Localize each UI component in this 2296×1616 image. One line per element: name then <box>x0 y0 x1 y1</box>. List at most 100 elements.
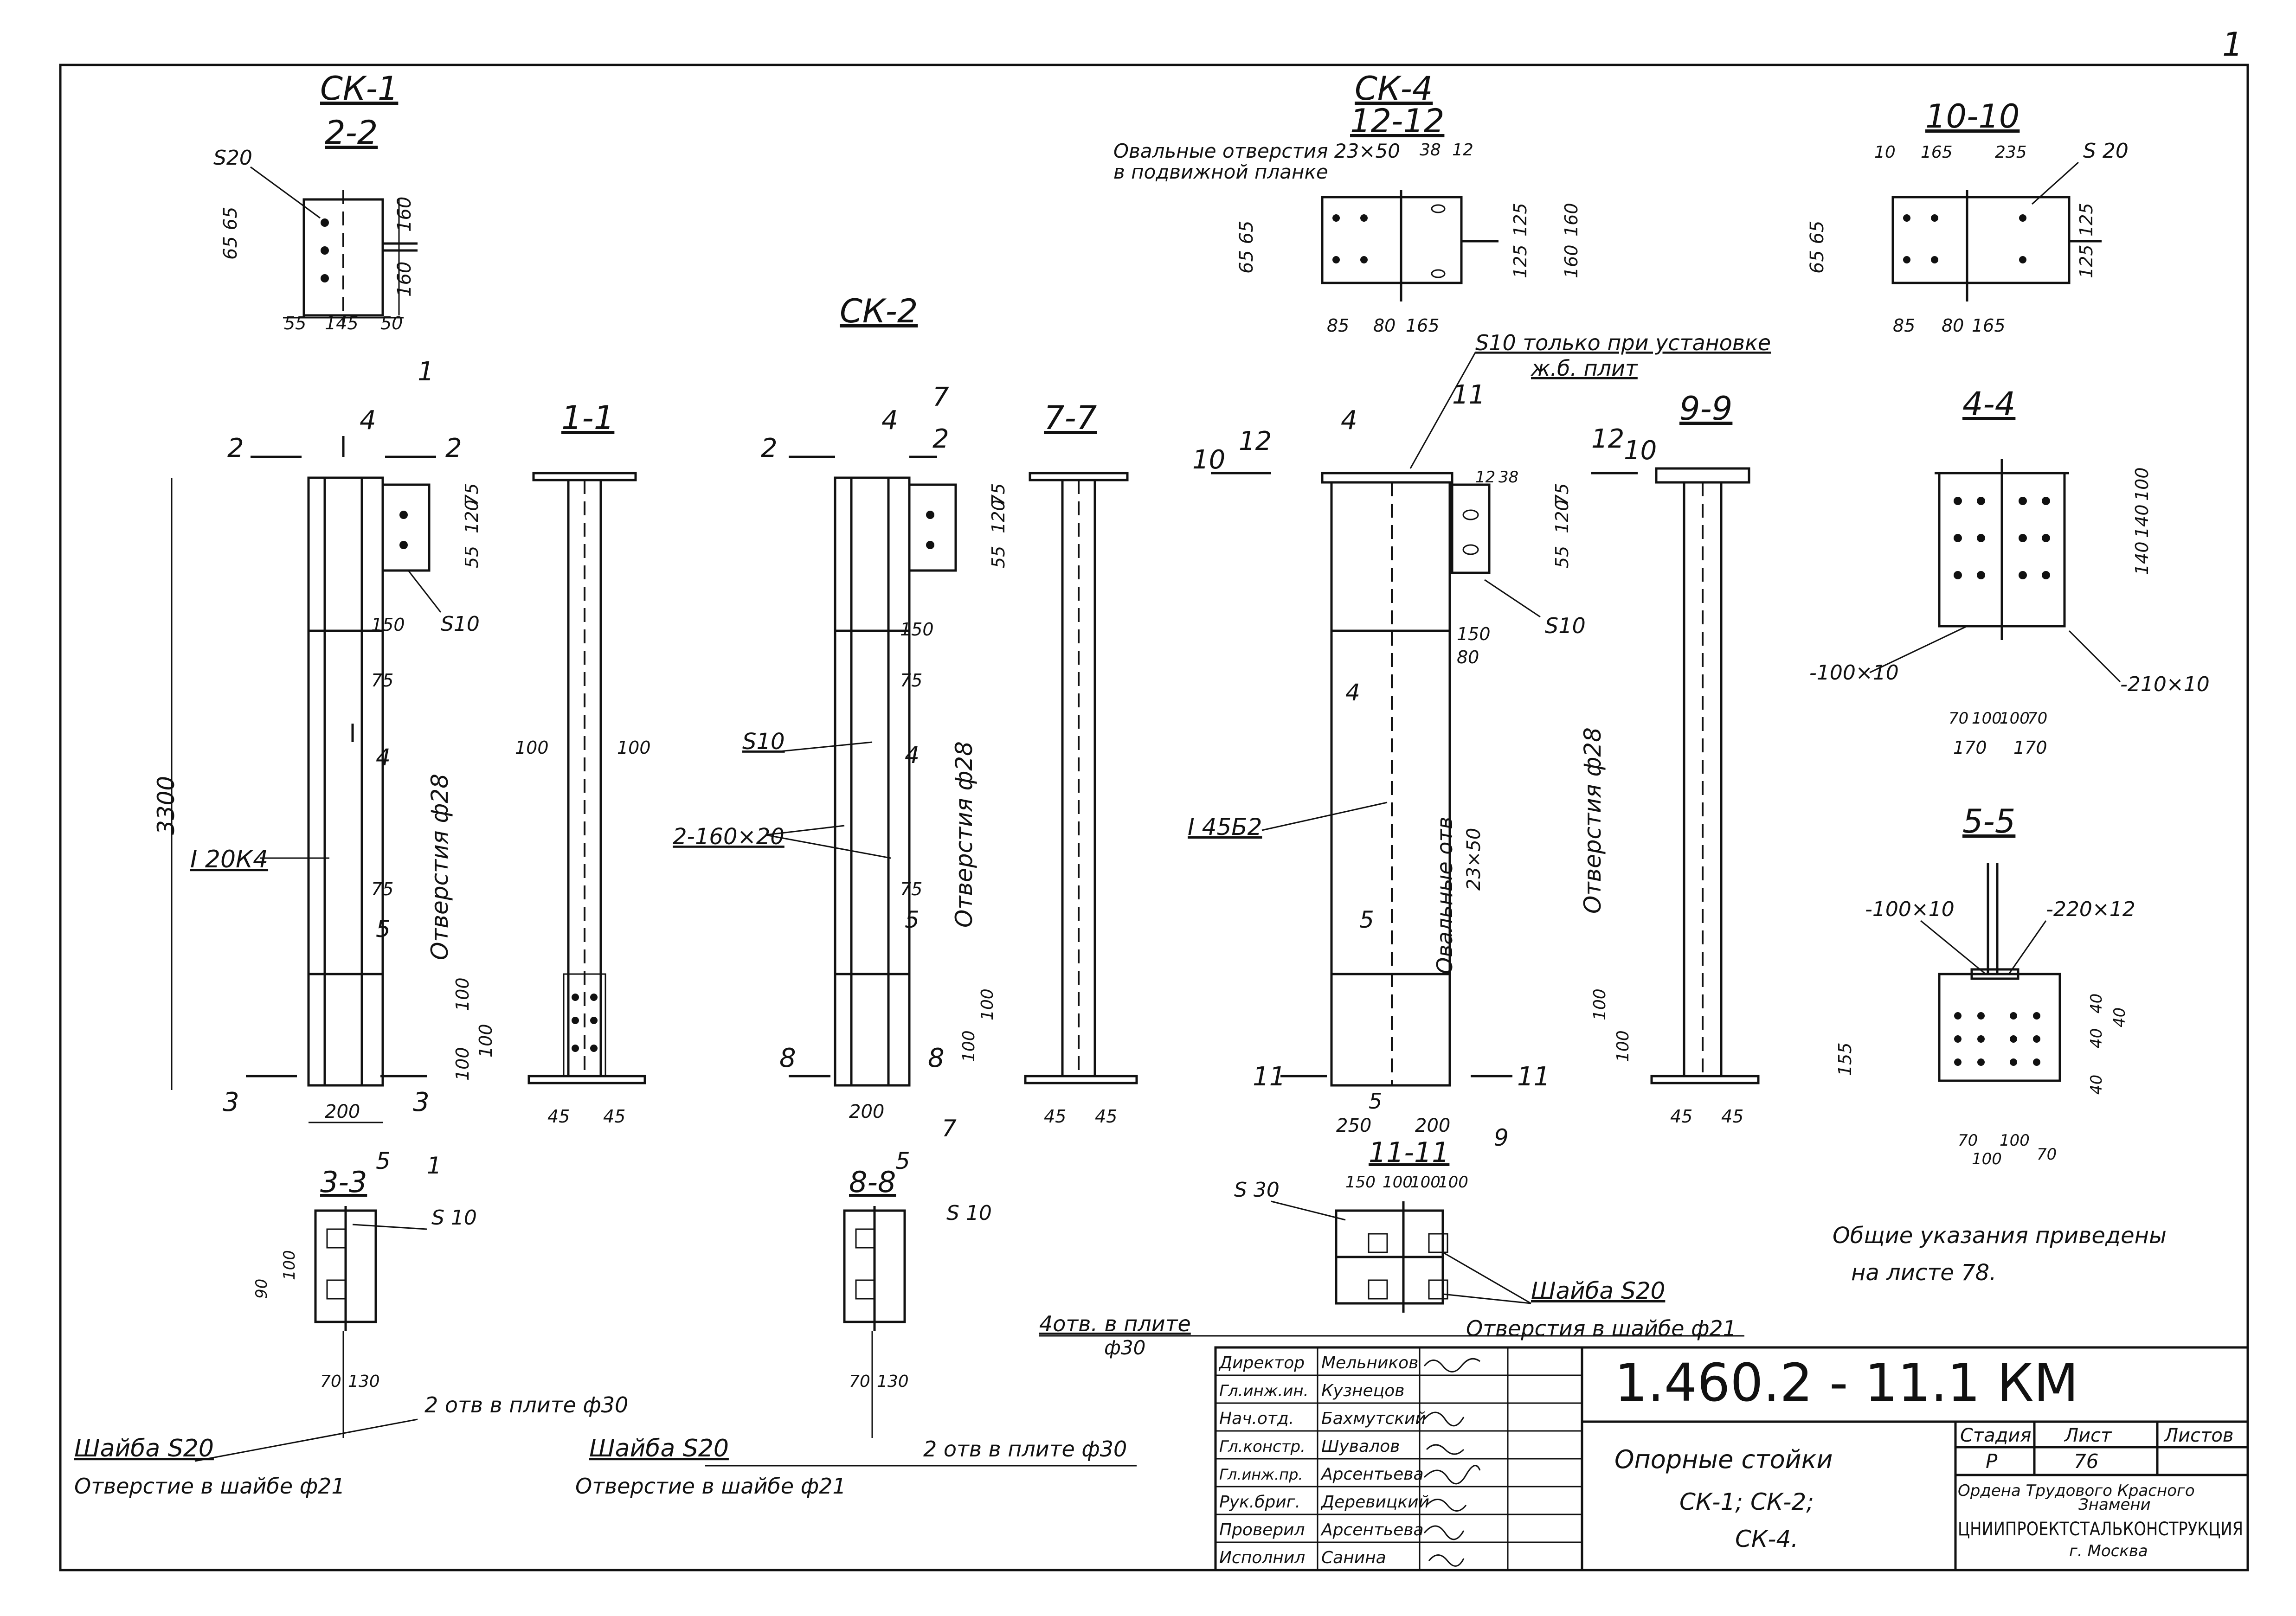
svg-text:ф30: ф30 <box>1104 1336 1145 1359</box>
sk1-section-1-1: 1-1 <box>561 399 614 437</box>
svg-text:160: 160 <box>1561 244 1582 278</box>
sk2-connection-plate <box>908 483 957 572</box>
svg-text:90: 90 <box>252 1279 271 1299</box>
svg-text:100: 100 <box>1590 988 1609 1020</box>
sk1-holes-label: Отверстия ф28 <box>426 774 453 960</box>
sk1-section-2-2: 2-2 <box>325 114 378 152</box>
svg-text:170: 170 <box>2013 737 2047 758</box>
svg-text:9: 9 <box>1494 1124 1509 1151</box>
svg-text:Отверстие в шайбе ф21: Отверстие в шайбе ф21 <box>575 1474 846 1499</box>
svg-text:55: 55 <box>1552 546 1572 568</box>
svg-text:100: 100 <box>1383 1173 1413 1192</box>
svg-text:75: 75 <box>371 879 393 899</box>
svg-text:45: 45 <box>547 1106 570 1127</box>
svg-text:70: 70 <box>2027 709 2047 728</box>
svg-text:5: 5 <box>1359 906 1374 933</box>
svg-text:г. Москва: г. Москва <box>2069 1542 2148 1560</box>
sk2-holes-label: Отверстия ф28 <box>951 741 978 928</box>
sk4-group: СК-4 12-12 Овальные отверстия 23×50 в по… <box>1039 70 1771 1359</box>
svg-text:12: 12 <box>1475 468 1495 487</box>
svg-text:8: 8 <box>928 1043 945 1073</box>
svg-text:155: 155 <box>1835 1042 1855 1076</box>
svg-text:100: 100 <box>1438 1173 1468 1192</box>
svg-text:Деревицкий: Деревицкий <box>1320 1493 1429 1512</box>
drawing-code: 1.460.2 - 11.1 КМ <box>1614 1353 2078 1413</box>
sk2-plates-label: 2-160×20 <box>673 824 785 850</box>
svg-text:120: 120 <box>462 500 482 533</box>
drawing-name-line1: Опорные стойки <box>1614 1445 1833 1474</box>
handwritten-signatures <box>1423 1358 1481 1567</box>
svg-text:8: 8 <box>779 1043 796 1073</box>
svg-text:11: 11 <box>1253 1062 1286 1092</box>
svg-text:100: 100 <box>280 1250 299 1280</box>
svg-text:160: 160 <box>394 197 415 232</box>
svg-text:40: 40 <box>2087 1028 2106 1048</box>
svg-text:S 30: S 30 <box>1234 1178 1280 1202</box>
section-5-5: 5-5 <box>1962 802 2015 840</box>
svg-text:1: 1 <box>418 357 434 387</box>
title-block-signatures: Директор Мельников Гл.инж.ин. Кузнецов Н… <box>1216 1353 1582 1567</box>
svg-text:85: 85 <box>1327 315 1349 336</box>
svg-text:4: 4 <box>376 744 391 771</box>
sk4-column-elevation <box>1330 481 1451 1087</box>
svg-text:160: 160 <box>394 262 415 297</box>
svg-text:2: 2 <box>445 433 462 463</box>
svg-text:125: 125 <box>2076 203 2097 237</box>
svg-text:75: 75 <box>371 670 393 691</box>
svg-text:3: 3 <box>223 1087 239 1117</box>
sk4-four-holes: 4отв. в плите <box>1039 1311 1191 1336</box>
svg-text:38: 38 <box>1499 468 1518 487</box>
svg-text:150: 150 <box>1345 1173 1376 1192</box>
svg-text:23×50: 23×50 <box>1463 828 1485 891</box>
svg-text:12: 12 <box>1239 426 1272 456</box>
sk2-two-holes: 2 отв в плите ф30 <box>923 1436 1127 1462</box>
sk1-column-elevation <box>307 476 384 1087</box>
svg-text:250: 250 <box>1336 1115 1371 1136</box>
svg-text:45: 45 <box>1670 1106 1692 1127</box>
svg-text:Листов: Листов <box>2163 1425 2233 1446</box>
svg-text:75: 75 <box>900 670 922 691</box>
svg-text:100: 100 <box>1614 1030 1633 1062</box>
svg-text:100: 100 <box>452 977 473 1011</box>
svg-text:1: 1 <box>427 1152 442 1179</box>
drawing-name-line3: СК-4. <box>1735 1526 1798 1552</box>
svg-text:100: 100 <box>2000 1131 2030 1150</box>
sk1-group: СК-1 2-2 S20 65 65 160 160 55 145 50 2 1… <box>74 70 651 1499</box>
svg-text:45: 45 <box>1044 1106 1066 1127</box>
svg-text:2: 2 <box>933 424 949 454</box>
svg-text:-100×10: -100×10 <box>1865 898 1955 921</box>
svg-text:100: 100 <box>452 1047 473 1081</box>
svg-text:55: 55 <box>988 546 1009 568</box>
sk4-oval-otv: Овальные отв <box>1432 817 1457 974</box>
svg-text:130: 130 <box>348 1372 380 1391</box>
svg-text:200: 200 <box>849 1101 884 1122</box>
svg-text:S10: S10 <box>742 729 785 755</box>
sk4-holes-label: Отверстия ф28 <box>1579 727 1606 914</box>
svg-text:5: 5 <box>376 1148 391 1174</box>
svg-text:100: 100 <box>1410 1173 1441 1192</box>
drawing-name-line2: СК-1; СК-2; <box>1679 1488 1814 1515</box>
svg-text:Арсентьева: Арсентьева <box>1320 1465 1424 1484</box>
plan-5-5 <box>1938 973 2061 1082</box>
svg-text:5: 5 <box>376 916 391 943</box>
svg-text:Арсентьева: Арсентьева <box>1320 1520 1424 1539</box>
svg-text:S 10: S 10 <box>946 1201 992 1225</box>
svg-text:Мельников: Мельников <box>1321 1353 1418 1372</box>
svg-text:Знамени: Знамени <box>2078 1495 2151 1514</box>
svg-text:125: 125 <box>1510 244 1531 278</box>
sk4-washer: Шайба S20 <box>1531 1277 1665 1304</box>
svg-text:4: 4 <box>1345 679 1360 706</box>
svg-text:Санина: Санина <box>1321 1548 1386 1567</box>
svg-text:100: 100 <box>617 737 651 758</box>
svg-text:145: 145 <box>325 313 359 333</box>
svg-text:45: 45 <box>1095 1106 1117 1127</box>
svg-text:80: 80 <box>1457 647 1479 667</box>
svg-text:65 65: 65 65 <box>1807 220 1828 274</box>
svg-text:40: 40 <box>2110 1007 2129 1027</box>
sk2-title: СК-2 <box>840 292 918 330</box>
svg-text:S10: S10 <box>441 612 480 636</box>
svg-text:75: 75 <box>462 483 482 506</box>
svg-text:80: 80 <box>1942 315 1964 336</box>
svg-text:Исполнил: Исполнил <box>1219 1548 1305 1567</box>
